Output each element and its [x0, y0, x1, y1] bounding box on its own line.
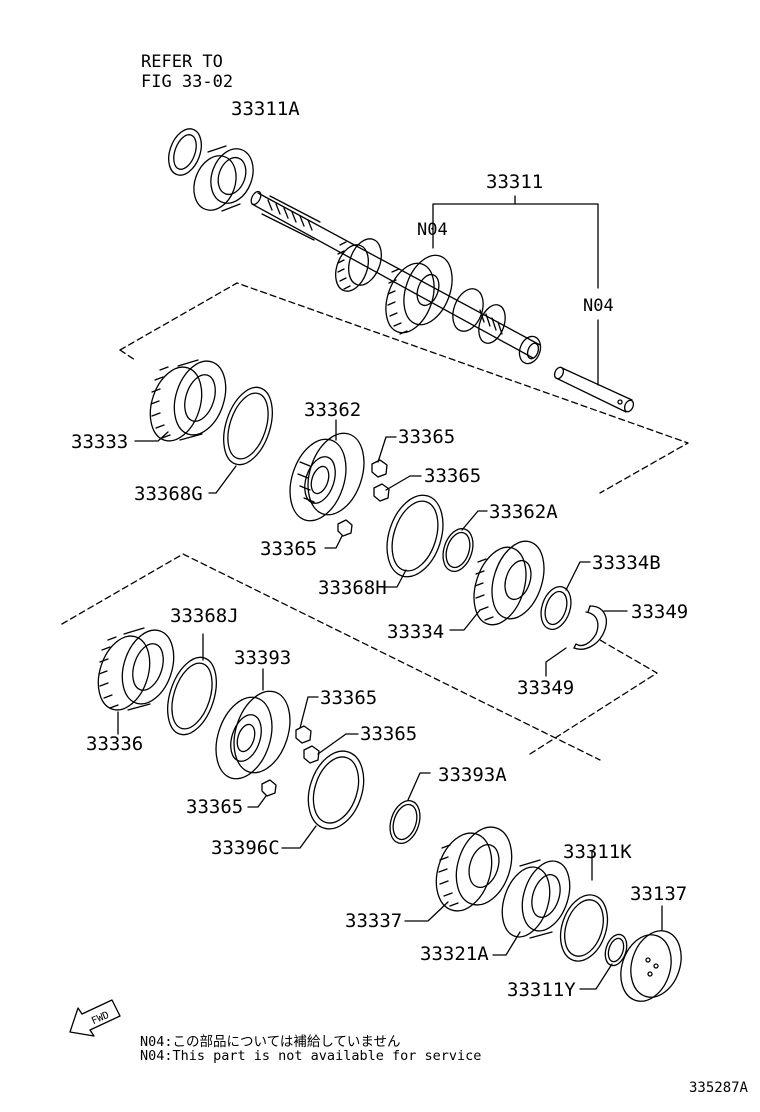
snap-ring-33362a [442, 527, 474, 573]
label-33365-c: 33365 [260, 538, 318, 560]
label-33396c: 33396C [211, 837, 280, 859]
leader-33311 [432, 195, 599, 386]
reference-line-1: REFER TO [141, 52, 223, 72]
reference-line-2: FIG 33-02 [141, 72, 234, 92]
synchro-ring-33368j [167, 656, 217, 736]
label-33368h: 33368H [318, 577, 387, 599]
label-33311: 33311 [486, 171, 544, 193]
shifting-key-33365-b [373, 483, 390, 502]
label-n04-right: N04 [583, 296, 614, 316]
snap-ring-33349 [573, 605, 607, 650]
gear-33333 [149, 359, 227, 442]
gear-33334 [473, 540, 545, 626]
seal-ring-33311k [559, 894, 609, 962]
snap-ring-33393a [389, 799, 421, 845]
synchro-hub-33393 [215, 690, 291, 780]
label-33333: 33333 [71, 431, 129, 453]
note-japanese: N04:この部品については補給していません [140, 1034, 401, 1050]
label-33349-a: 33349 [631, 601, 689, 623]
shifting-key-33365-a [371, 459, 388, 478]
synchro-ring-33368g [223, 386, 273, 466]
snap-ring-33311y [604, 933, 628, 967]
figure-id: 335287A [688, 1080, 748, 1096]
leader-lines-section-1 [134, 419, 628, 677]
reference-note: REFER TO FIG 33-02 [141, 52, 233, 92]
dashed-group-box-1 [119, 282, 689, 494]
gear-33337 [435, 826, 513, 912]
synchro-hub-33362 [289, 432, 365, 522]
label-33334b: 33334B [592, 552, 661, 574]
label-33365-a: 33365 [398, 426, 456, 448]
label-33334: 33334 [387, 621, 445, 643]
bearing-33321a [501, 859, 571, 939]
washer-33334b [540, 585, 572, 631]
label-33337: 33337 [345, 910, 403, 932]
gear-33336 [97, 627, 175, 711]
shifting-key-33365-c [337, 519, 353, 537]
shifting-key-33365-e [303, 745, 320, 764]
dashed-group-box-2 [61, 553, 658, 761]
label-33321a: 33321A [420, 943, 489, 965]
label-33365-e: 33365 [360, 723, 418, 745]
label-33368g: 33368G [134, 483, 203, 505]
bearing-33311a [193, 145, 254, 212]
label-33311y: 33311Y [507, 979, 576, 1001]
shifting-key-33365-f [261, 779, 277, 797]
note-english: N04:This part is not available for servi… [140, 1048, 482, 1064]
synchro-ring-33368h [386, 494, 444, 578]
cover-plate-33137 [620, 930, 682, 1002]
label-33362: 33362 [304, 399, 362, 421]
label-33368j: 33368J [170, 605, 239, 627]
shifting-key-33365-d [295, 725, 312, 744]
label-33365-f: 33365 [186, 796, 244, 818]
label-33362a: 33362A [489, 501, 558, 523]
label-33365-d: 33365 [320, 687, 378, 709]
label-33393: 33393 [234, 647, 292, 669]
label-33311k: 33311K [563, 841, 632, 863]
synchro-ring-33396c [307, 750, 365, 830]
seal-ring-33311a [168, 128, 202, 176]
shaft-pin-n04 [553, 366, 635, 413]
label-33365-b: 33365 [424, 465, 482, 487]
forward-direction-icon: FWD [69, 999, 121, 1037]
main-shaft-33311 [250, 190, 542, 365]
label-33393a: 33393A [438, 764, 507, 786]
label-33336: 33336 [86, 733, 144, 755]
leader-lines-section-2 [117, 633, 663, 990]
label-33137: 33137 [630, 883, 688, 905]
label-n04-top: N04 [417, 220, 448, 240]
label-33311a: 33311A [231, 98, 300, 120]
label-33349-b: 33349 [517, 677, 575, 699]
